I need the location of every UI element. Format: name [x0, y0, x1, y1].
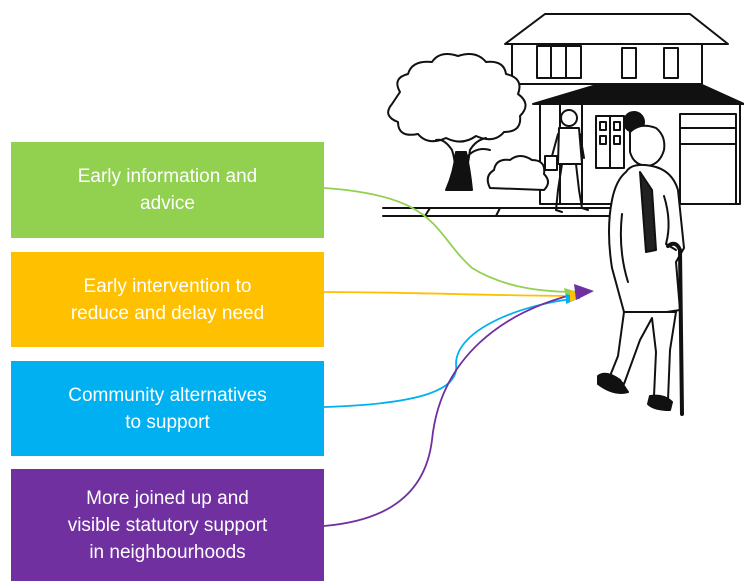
connector-amber: [323, 291, 581, 297]
community-alternatives-box: Community alternatives to support: [11, 361, 324, 456]
statutory-support-label: More joined up and visible statutory sup…: [67, 487, 268, 563]
statutory-support-box: More joined up and visible statutory sup…: [11, 469, 324, 581]
bush-icon: [486, 155, 549, 191]
arrowhead-purple: [574, 284, 594, 300]
connector-blue: [323, 297, 581, 408]
tree-icon: [387, 53, 527, 191]
connector-purple: [323, 291, 585, 527]
early-intervention-box: Early intervention to reduce and delay n…: [11, 252, 324, 347]
community-alternatives-label: Community alternatives to support: [68, 384, 267, 433]
early-intervention-label: Early intervention to reduce and delay n…: [70, 275, 265, 324]
early-information-box: Early information and advice: [11, 142, 324, 238]
woman-with-cane-icon: [597, 111, 685, 416]
man-figure-icon: [544, 109, 589, 213]
early-information-label: Early information and advice: [77, 166, 258, 214]
connector-green: [323, 187, 579, 293]
sidewalk: [382, 207, 621, 217]
